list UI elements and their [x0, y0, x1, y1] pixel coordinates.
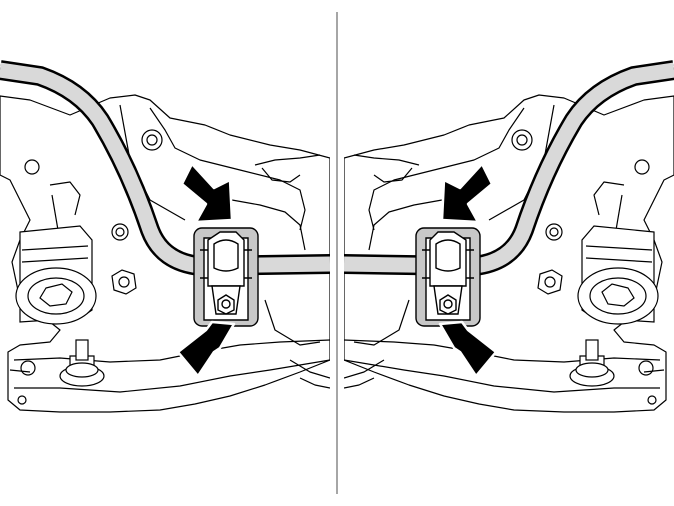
diagram-canvas	[0, 12, 674, 494]
stabilizer-bracket-diagram	[0, 12, 674, 494]
